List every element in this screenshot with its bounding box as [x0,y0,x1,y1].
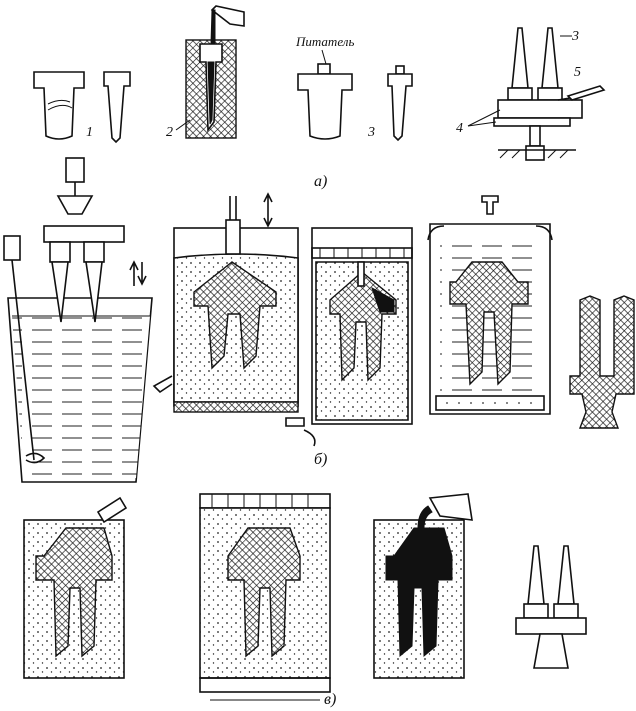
label-2: 2 [166,125,173,140]
row-v: в) [23,493,587,708]
caption-a: а) [314,173,327,190]
wax-die-2 [185,5,245,139]
row-a: 1 2 Питатель 3 [33,5,606,190]
label-4: 4 [456,121,463,136]
final-casting [515,545,587,669]
flask-pouring [373,493,473,679]
dipping-tank [3,157,153,483]
flask-covered [199,493,331,701]
wax-pattern-1 [33,71,85,140]
wax-pattern-3-small [387,65,413,142]
row-b: б) [3,157,635,483]
sand-bed [152,192,316,447]
flask-filling [23,496,128,679]
caption-b: б) [314,451,327,468]
label-3a: 3 [367,125,375,140]
pattern-assembly [493,27,606,161]
wax-pattern-3 [297,63,353,140]
shell-mold [569,295,635,429]
label-1: 1 [86,125,93,140]
coated-cluster [311,227,413,425]
label-feeder: Питатель [295,34,354,49]
label-5: 5 [574,65,581,80]
label-3b: 3 [571,29,579,44]
wax-pattern-1-small [103,71,131,144]
caption-v: в) [324,691,336,708]
dewax-autoclave [427,195,553,415]
